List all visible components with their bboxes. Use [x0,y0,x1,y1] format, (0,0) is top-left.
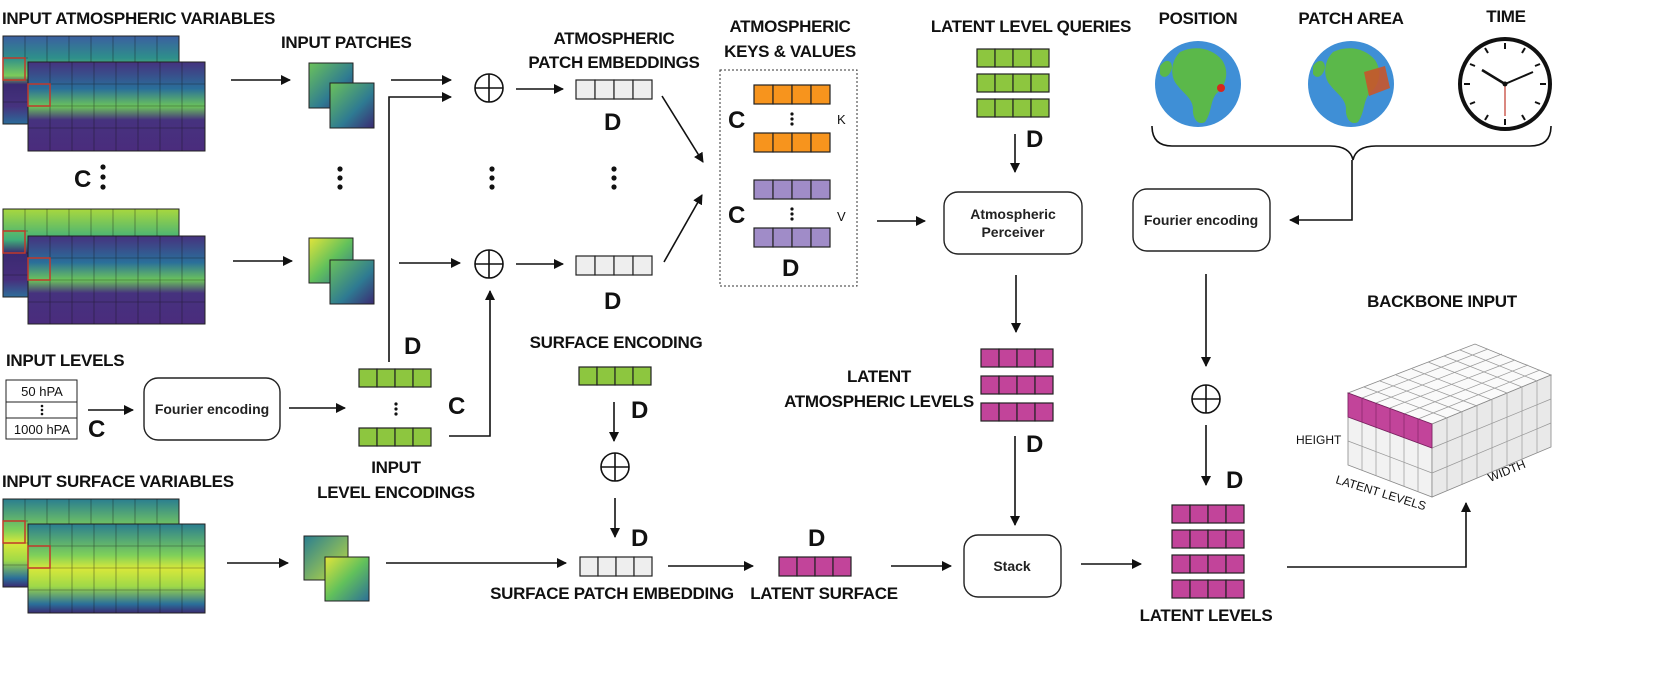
patch-area-globe-icon [1308,41,1394,127]
latent-atm-levels-title-1: LATENT [847,367,912,386]
fourier-encoding-left-box: Fourier encoding [143,377,281,441]
atmospheric-perceiver-box: Atmospheric Perceiver [943,191,1083,255]
atmospheric-map-stack-bottom [2,208,206,325]
plus-surface [600,452,630,482]
backbone-input-cube: HEIGHT LATENT LEVELS WIDTH [1296,343,1553,513]
d-label-latent-surface: D [808,525,825,552]
latent-levels-rows [1171,504,1245,599]
input-level-encodings-title-2: LEVEL ENCODINGS [317,483,475,502]
plus-atm-bottom [474,249,504,279]
input-patches-title: INPUT PATCHES [281,33,412,52]
backbone-input-title: BACKBONE INPUT [1367,292,1518,311]
surface-encoding-row [578,366,652,386]
plus-circles [474,73,1221,482]
position-title: POSITION [1159,9,1238,28]
d-label-latent-levels: D [1226,467,1243,494]
height-axis-label: HEIGHT [1296,433,1342,447]
value-row-bottom [753,227,831,248]
vertical-dots-embeddings [611,166,617,190]
d-label-level-enc: D [404,333,421,360]
level-top-label: 50 hPA [21,384,63,399]
curly-brace [1151,125,1552,161]
position-globe-icon [1155,41,1241,127]
level-encoding-top [358,368,432,388]
k-label: K [837,112,846,127]
token-rows [358,48,1245,599]
surface-patch-embedding-title: SURFACE PATCH EMBEDDING [490,584,734,603]
level-encoding-bottom [358,427,432,447]
latent-query-rows [976,48,1050,118]
time-title: TIME [1486,7,1525,26]
d-label-queries: D [1026,126,1043,153]
surface-map-stack [2,498,206,614]
atm-patch-thumbs-top [308,62,375,129]
latent-atm-levels-rows [980,348,1054,422]
perceiver-label-2: Perceiver [981,224,1045,240]
fourier-left-label: Fourier encoding [155,401,269,417]
atm-embedding-bottom [575,255,653,276]
c-label-atm-stack: C [74,166,91,193]
d-label-atm-top: D [604,109,621,136]
atm-keys-values-title-1: ATMOSPHERIC [729,17,850,36]
d-label-atm-bottom: D [604,288,621,315]
d-label-surface-enc: D [631,397,648,424]
latent-surface-row [778,556,852,577]
latent-levels-title: LATENT LEVELS [1140,606,1273,625]
latent-surface-title: LATENT SURFACE [750,584,898,603]
c-label-keys: C [728,107,745,134]
atm-keys-values-title-2: KEYS & VALUES [724,42,856,61]
c-label-values: C [728,202,745,229]
small-dots [394,112,794,416]
v-label: V [837,209,846,224]
c-label-input-levels: C [88,416,105,443]
arrows [88,75,1471,571]
atm-patch-thumbs-bottom [308,237,375,305]
patch-area-title: PATCH AREA [1298,9,1403,28]
input-surface-variables-title: INPUT SURFACE VARIABLES [2,472,234,491]
dimension-labels: D D C K C V D D D C C D D D D D [88,107,1243,552]
input-level-encodings-title-1: INPUT [371,458,421,477]
titles: INPUT ATMOSPHERIC VARIABLES INPUT PATCHE… [2,7,1526,625]
input-levels-title: INPUT LEVELS [6,351,124,370]
fourier-right-label: Fourier encoding [1144,212,1258,228]
fourier-encoding-right-box: Fourier encoding [1132,188,1271,252]
level-bottom-label: 1000 hPA [14,422,70,437]
atm-patch-embeddings-title-1: ATMOSPHERIC [553,29,674,48]
latent-level-queries-title: LATENT LEVEL QUERIES [931,17,1131,36]
d-label-surface-patch: D [631,525,648,552]
d-label-latent-atm: D [1026,431,1043,458]
key-row-top [753,84,831,105]
surface-patch-thumbs [303,535,370,602]
plus-right [1191,384,1221,414]
vertical-dots-plus [489,166,495,190]
latent-atm-levels-title-2: ATMOSPHERIC LEVELS [784,392,974,411]
keys-values-frame [719,69,858,287]
input-atmospheric-variables-title: INPUT ATMOSPHERIC VARIABLES [2,9,275,28]
c-label-level-enc: C [448,393,465,420]
vertical-dots-maps [100,164,106,190]
clock-icon [1458,37,1552,131]
plus-atm-top [474,73,504,103]
atmospheric-map-stack-top [2,35,206,152]
surface-encoding-title: SURFACE ENCODING [530,333,703,352]
key-row-bottom [753,132,831,153]
input-levels-box: 50 hPA 1000 hPA [5,379,78,440]
perceiver-label-1: Atmospheric [970,206,1056,222]
stack-box: Stack [963,534,1062,598]
vertical-dots-patches [337,166,343,190]
value-row-top [753,179,831,200]
atm-patch-embeddings-title-2: PATCH EMBEDDINGS [528,53,699,72]
stack-label: Stack [993,558,1031,574]
d-label-kv: D [782,255,799,282]
surface-patch-embedding-row [579,556,653,577]
atm-embedding-top [575,79,653,100]
